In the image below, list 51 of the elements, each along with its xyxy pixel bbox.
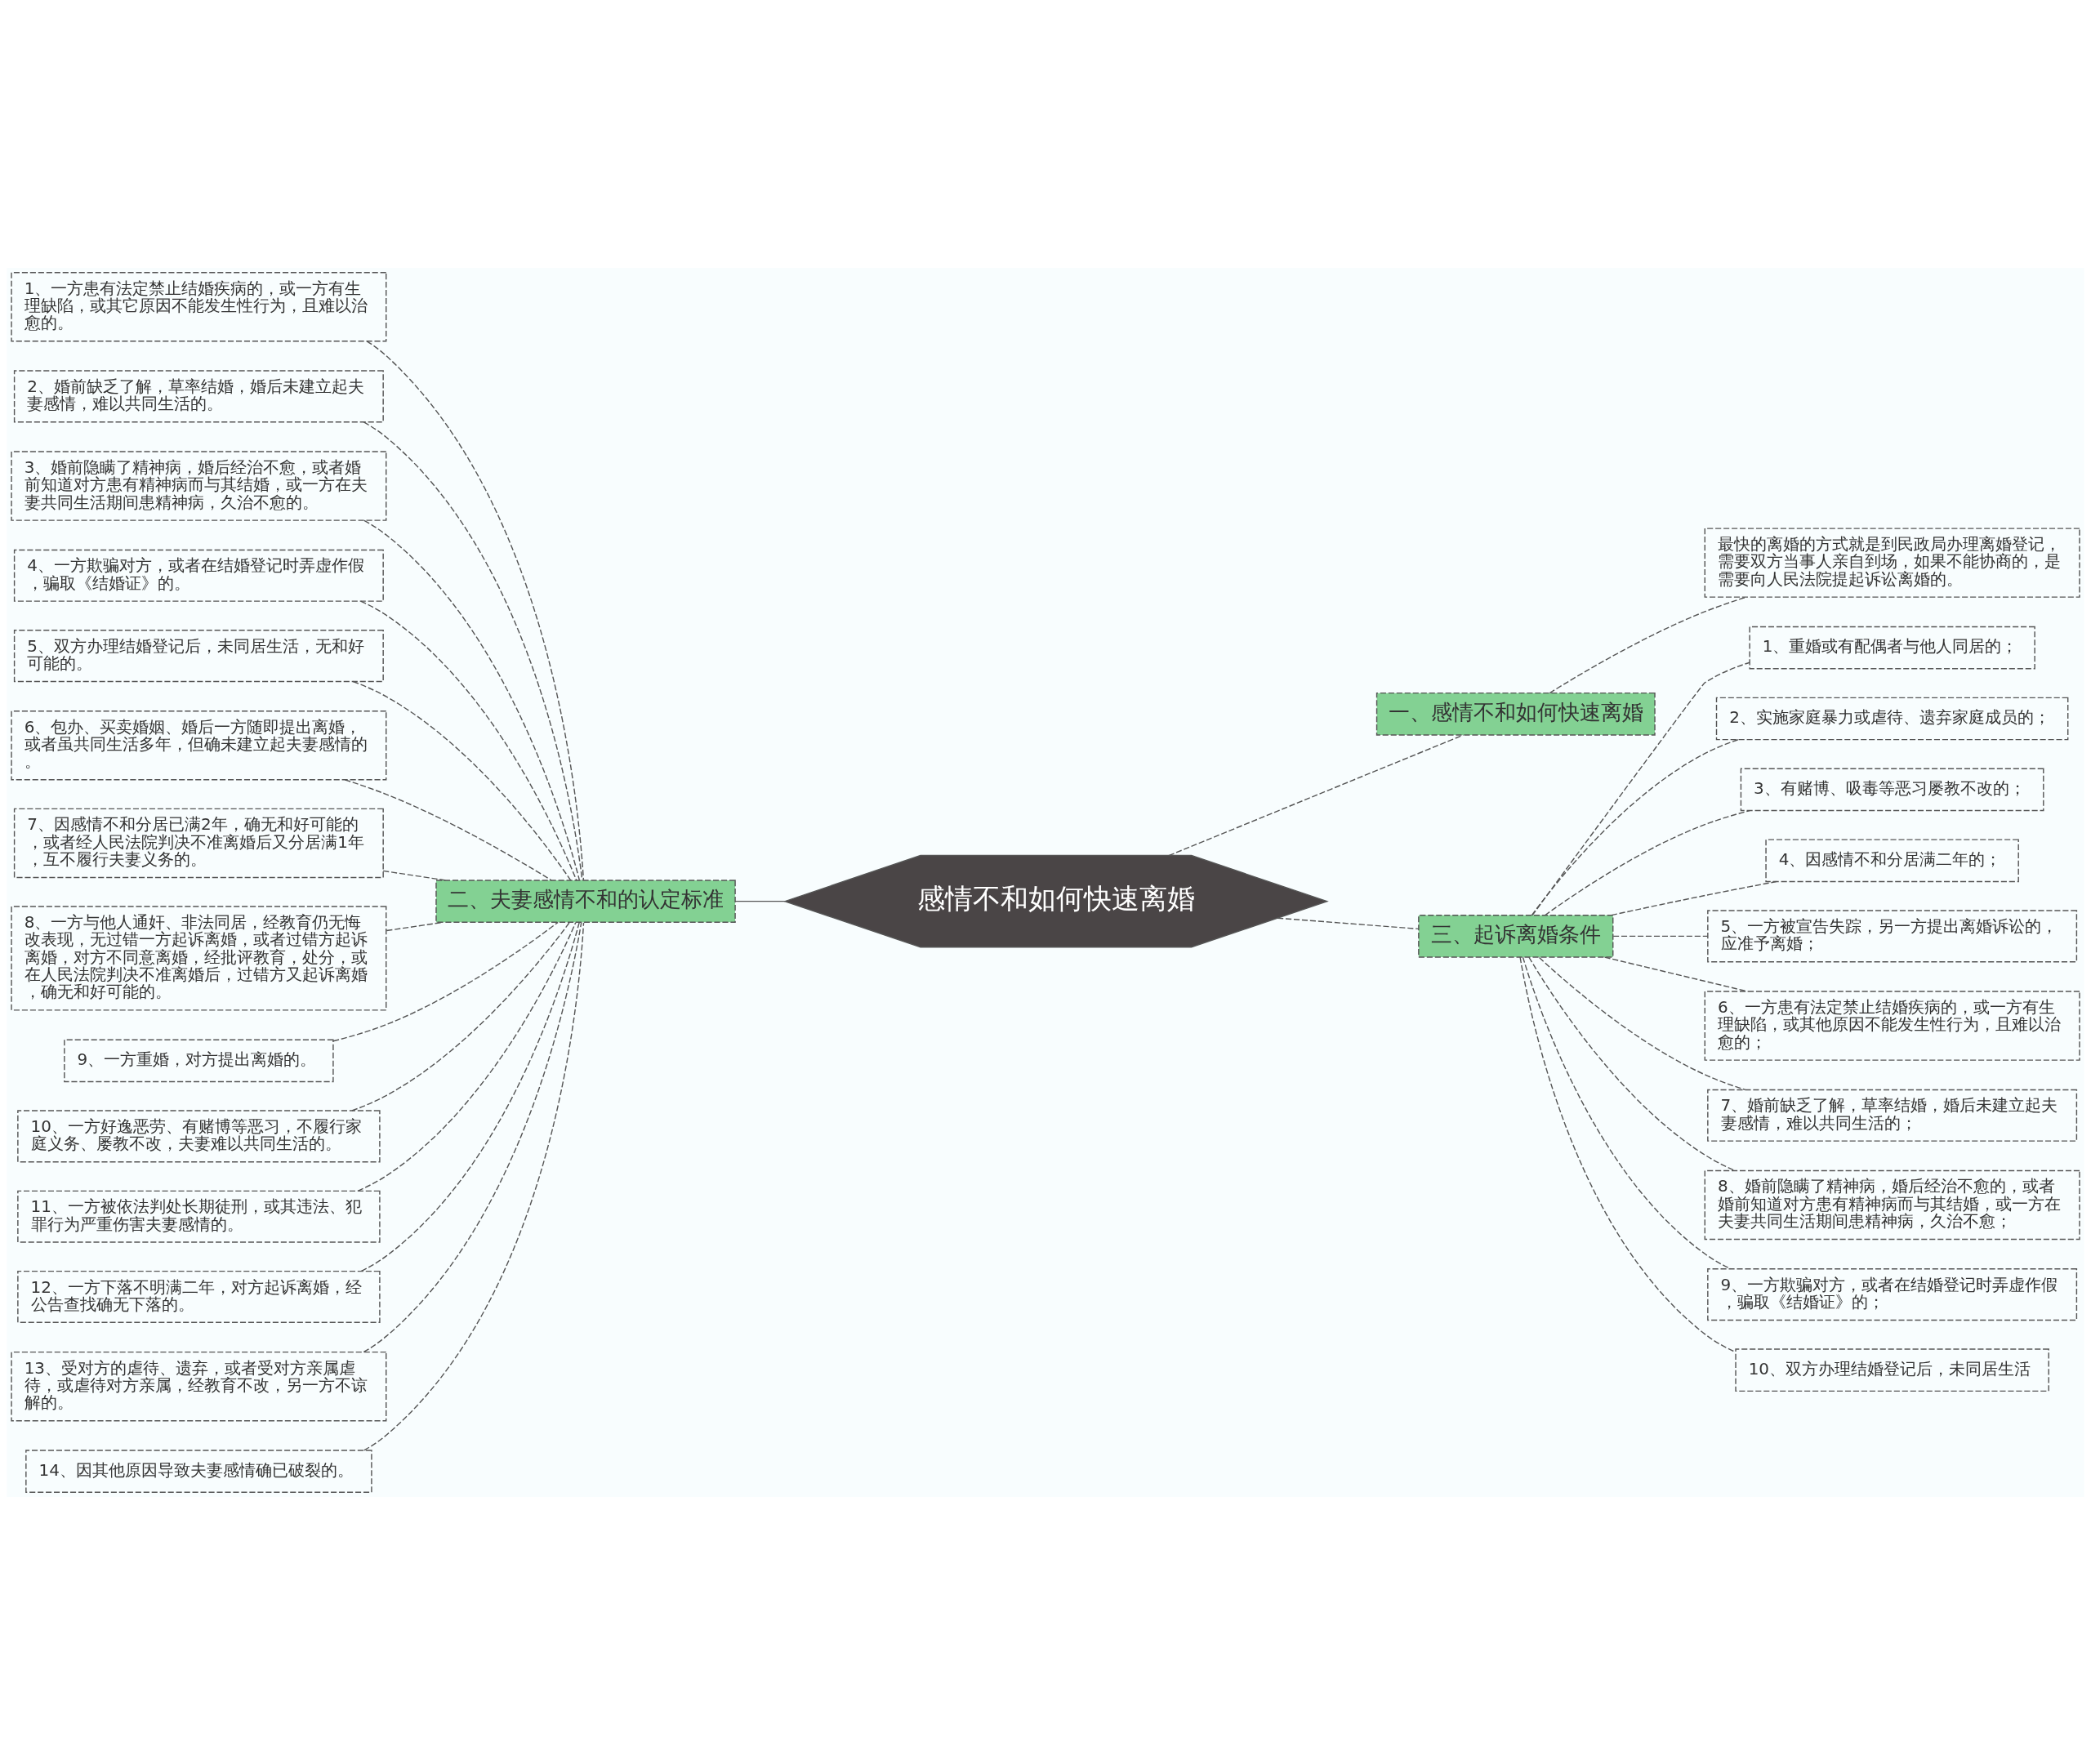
node-box: 3、婚前隐瞒了精神病，婚后经治不愈，或者婚前知道对方患有精神病而与其结婚，或一方在夫妻共同生活期间患精神病，久治不愈的。 xyxy=(11,450,387,521)
node-box: 2、实施家庭暴力或虐待、遗弃家庭成员的； xyxy=(1715,697,2069,740)
connector xyxy=(363,421,583,880)
node-box: 最快的离婚的方式就是到民政局办理离婚登记，需要双方当事人亲自到场，如果不能协商的，是需要向人民法院提起诉讼离婚的。 xyxy=(1704,527,2080,598)
connector xyxy=(366,340,585,881)
connector xyxy=(360,921,580,1272)
node-box: 9、一方重婚，对方提出离婚的。 xyxy=(64,1038,334,1082)
connector xyxy=(363,921,582,1352)
connector xyxy=(1549,595,1747,693)
node-box: 4、一方欺骗对方，或者在结婚登记时弄虚作假，骗取《结婚证》的。 xyxy=(13,549,384,602)
node-box: 1、一方患有法定禁止结婚疾病的，或一方有生理缺陷，或其它原因不能发生性行为，且难以治愈的。 xyxy=(11,271,387,341)
connector xyxy=(1531,738,1739,915)
node-box: 三、起诉离婚条件 xyxy=(1418,914,1614,958)
node-box: 8、一方与他人通奸、非法同居，经教育仍无悔改表现，无过错一方起诉离婚，或者过错方起诉离婚，对方不同意离婚，经批评教育，处分，或在人民法院判决不准离婚后，过错方又起诉离婚，确无和好可能的。 xyxy=(11,905,387,1011)
node-box: 7、因感情不和分居已满2年，确无和好可能的，或者经人民法院判决不准离婚后又分居满1年，互不履行夫妻义务的。 xyxy=(13,808,384,878)
connector xyxy=(734,900,786,902)
connector xyxy=(359,599,577,881)
node-box: 10、双方办理结婚登记后，未同居生活 xyxy=(1735,1348,2049,1392)
node-box: 5、一方被宣告失踪，另一方提出离婚诉讼的，应准予离婚； xyxy=(1707,909,2078,962)
node-box: 14、因其他原因导致夫妻感情确已破裂的。 xyxy=(25,1449,372,1493)
node-box: 1、重婚或有配偶者与他人同居的； xyxy=(1749,626,2035,669)
node-box: 2、婚前缺乏了解，草率结婚，婚后未建立起夫妻感情，难以共同生活的。 xyxy=(13,369,384,422)
connector xyxy=(1277,917,1420,929)
node-box: 11、一方被依法判处长期徒刑，或其违法、犯罪行为严重伤害夫妻感情的。 xyxy=(17,1190,381,1243)
connector xyxy=(1611,880,1777,915)
connector xyxy=(1603,956,1749,992)
node-box: 10、一方好逸恶劳、有赌博等恶习，不履行家庭义务、屡教不改，夫妻难以共同生活的。 xyxy=(17,1109,381,1162)
connector xyxy=(1531,662,1750,915)
node-box: 二、夫妻感情不和的认定标准 xyxy=(435,879,736,923)
node-box: 4、因感情不和分居满二年的； xyxy=(1765,838,2019,882)
node-box: 8、婚前隐瞒了精神病，婚后经治不愈的，或者婚前知道对方患有精神病而与其结婚，或一方在夫妻共同生活期间患精神病，久治不愈； xyxy=(1704,1169,2080,1240)
connector xyxy=(357,921,577,1192)
connector xyxy=(363,921,585,1450)
node-box: 13、受对方的虐待、遗弃，或者受对方亲属虐待，或虐待对方亲属，经教育不改，另一方不谅解的。 xyxy=(11,1351,387,1421)
node-box: 5、双方办理结婚登记后，未同居生活，无和好可能的。 xyxy=(13,629,384,682)
connector xyxy=(382,870,447,881)
connector xyxy=(1168,733,1465,856)
connector xyxy=(1612,935,1709,937)
node-box: 6、包办、买卖婚姻、婚后一方随即提出离婚，或者虽共同生活多年，但确未建立起夫妻感情的。 xyxy=(11,710,387,780)
node-box: 9、一方欺骗对方，或者在结婚登记时弄虚作假，骗取《结婚证》的； xyxy=(1707,1267,2078,1321)
connector xyxy=(386,921,444,931)
connector xyxy=(332,921,559,1041)
node-box: 7、婚前缺乏了解，草率结婚，婚后未建立起夫妻感情，难以共同生活的； xyxy=(1707,1089,2078,1142)
connector xyxy=(351,921,570,1111)
connector xyxy=(1544,809,1750,915)
node-box: 12、一方下落不明满二年，对方起诉离婚，经公告查找确无下落的。 xyxy=(17,1270,381,1323)
connector xyxy=(363,519,581,880)
node-box: 6、一方患有法定禁止结婚疾病的，或一方有生理缺陷，或其他原因不能发生性行为，且难以治愈的； xyxy=(1704,990,2080,1061)
node-box: 一、感情不和如何快速离婚 xyxy=(1375,692,1656,736)
node-box: 3、有赌博、吸毒等恶习屡教不改的； xyxy=(1740,768,2044,811)
connector xyxy=(1538,956,1746,1090)
